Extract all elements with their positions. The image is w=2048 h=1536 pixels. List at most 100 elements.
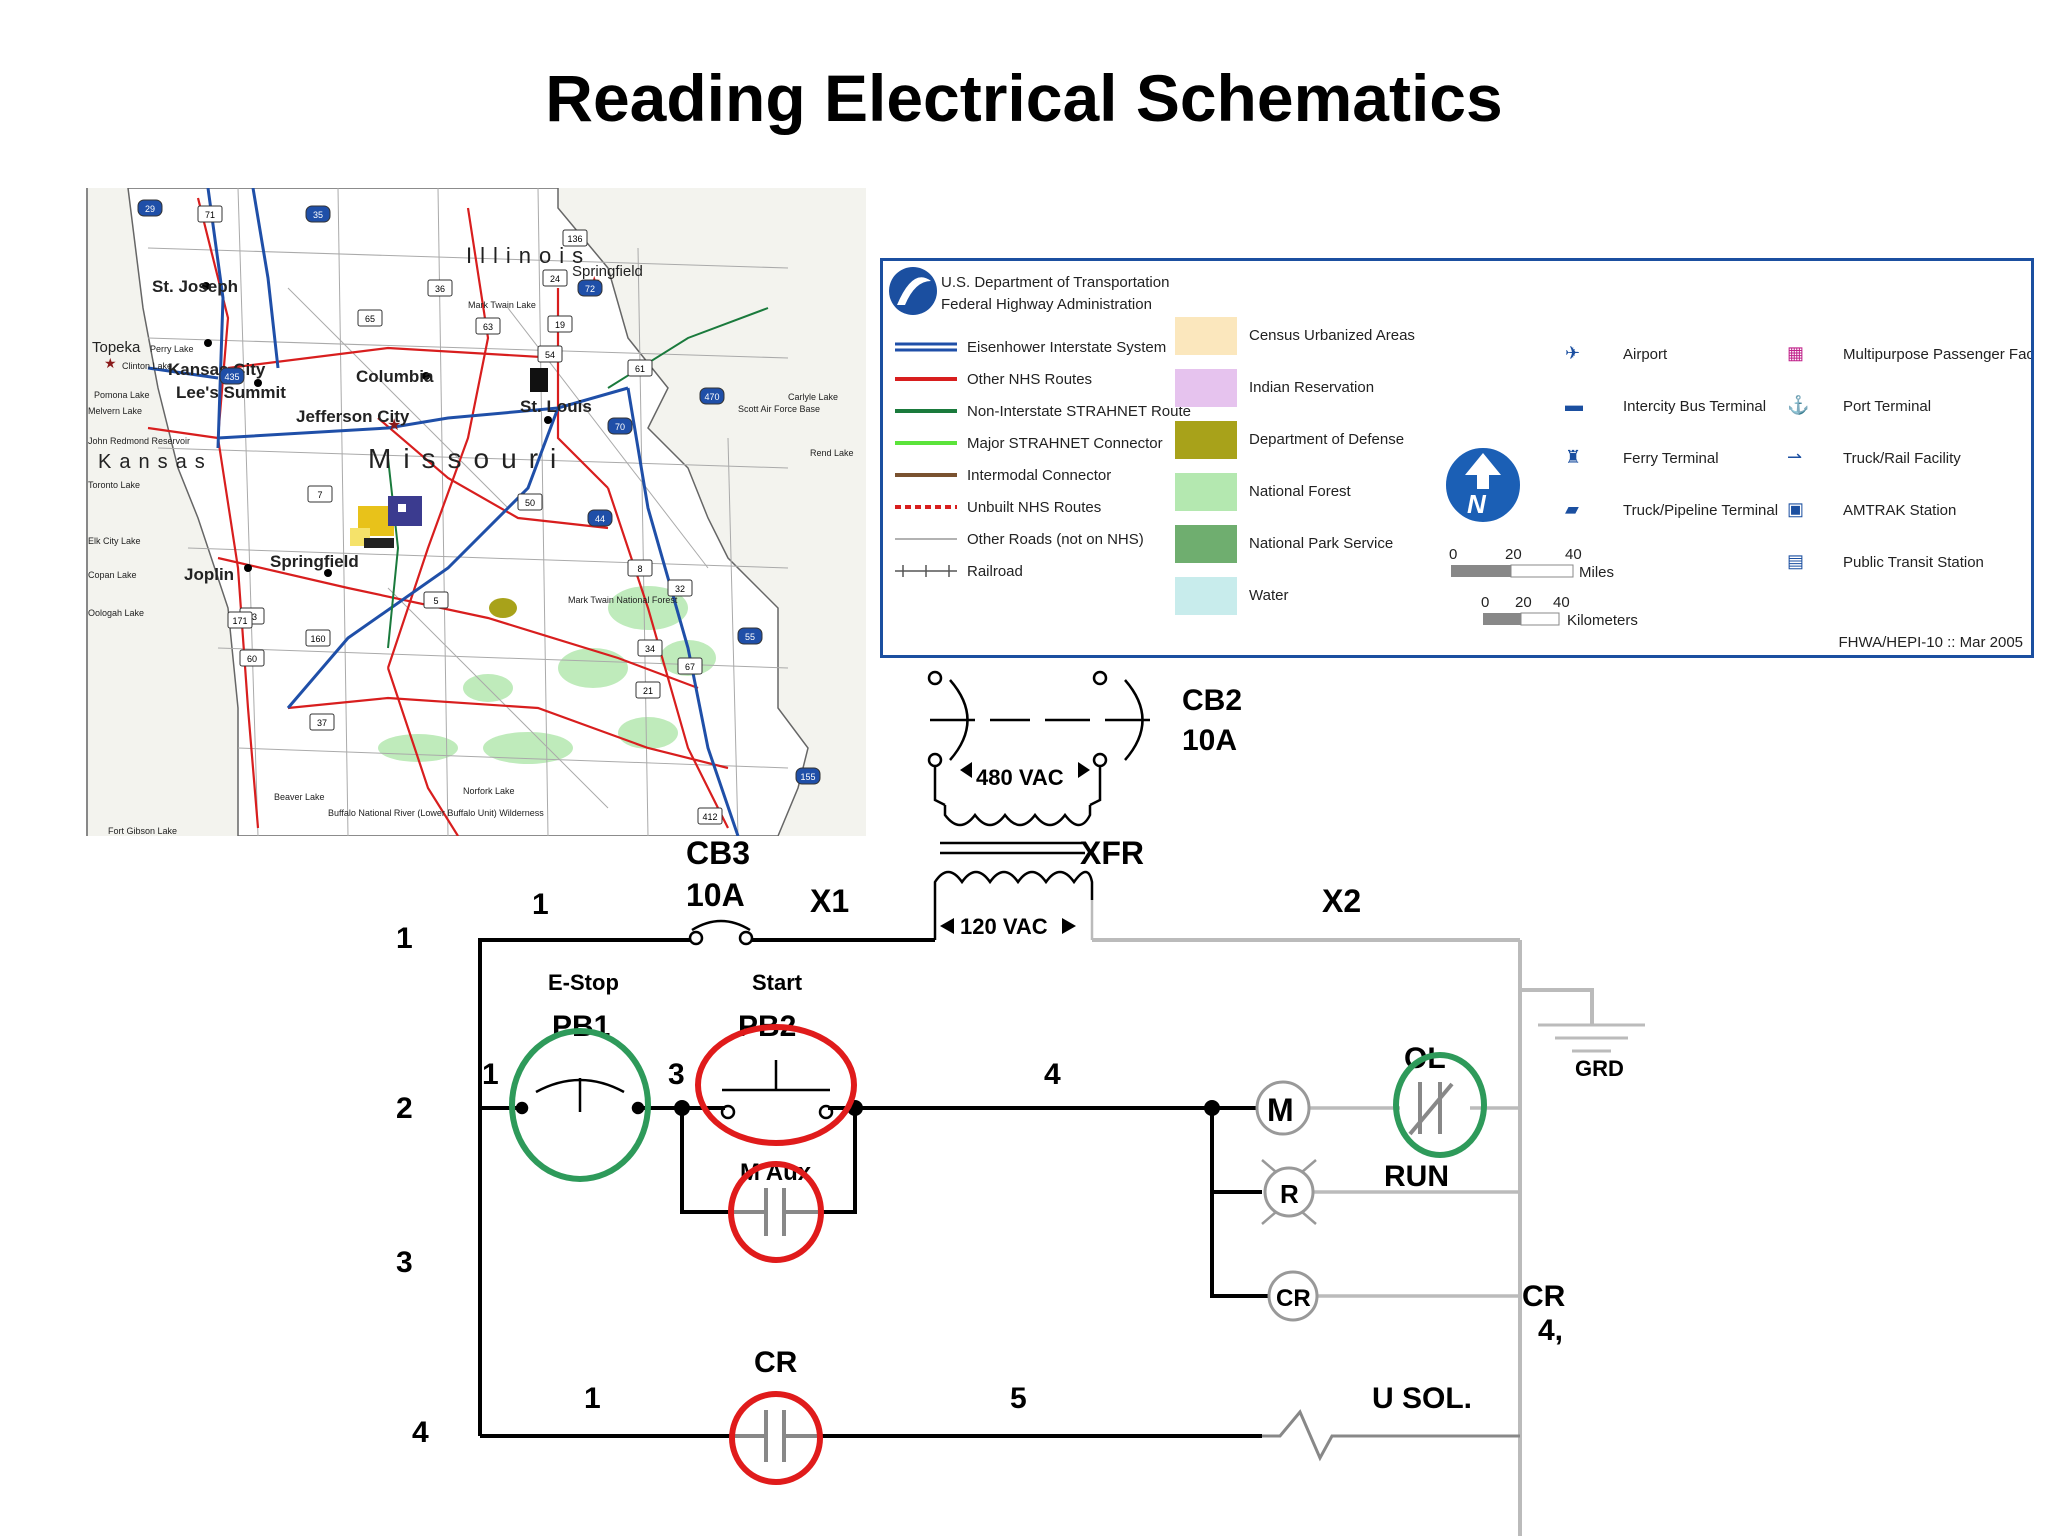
pixel-character-icon [350,496,422,548]
map-lake-label: Fort Gibson Lake [108,826,177,836]
svg-text:36: 36 [435,284,445,294]
legend-route-label: Other NHS Routes [967,371,1092,388]
legend-area-label: National Forest [1249,483,1352,500]
svg-text:470: 470 [704,392,719,402]
cr-contact-highlight-circle [729,1391,823,1485]
usdot-logo-icon [889,267,937,315]
route-shield: 36 [427,279,453,297]
legend-facility-label: Airport [1623,346,1668,363]
map-city-label: St. Joseph [152,277,238,296]
legend-route-item: Major STRAHNET Connector [895,435,1163,452]
cr-contact-symbol [730,1410,818,1462]
legend-route-item: Railroad [895,563,1023,580]
svg-text:44: 44 [595,514,605,524]
control-relay-coil-symbol: CR [1267,1270,1319,1322]
legend-facility-label: Public Transit Station [1843,554,1984,571]
map-lake-label: Oologah Lake [88,608,144,618]
overload-highlight-circle [1393,1052,1487,1158]
map-label: Scott Air Force Base [738,404,820,414]
cr-contact-label: CR [754,1346,798,1379]
wire-number: 1 [532,888,549,921]
cr-reference-rungs: 4, [1538,1314,1563,1347]
legend-route-label: Railroad [967,563,1023,580]
map-topeka-label: Topeka [92,339,141,356]
svg-text:29: 29 [145,204,155,214]
svg-text:155: 155 [800,772,815,782]
route-shield: 160 [305,629,331,647]
map-city-label: Springfield [270,552,359,571]
rung-number: 1 [396,922,413,955]
legend-area-item: National Park Service [1175,525,1393,563]
legend-facility-label: Truck/Rail Facility [1843,450,1961,467]
legend-agency-line1: U.S. Department of Transportation [941,274,1169,291]
svg-text:19: 19 [555,320,565,330]
route-shield: 37 [309,713,335,731]
wire-number: 3 [668,1058,685,1091]
solenoid-symbol [1262,1409,1520,1462]
route-shield: 71 [197,205,223,223]
facility-icon: ✈ [1565,343,1580,363]
missouri-road-map: ★ ★ ★ St. Joseph Kansas City Lee's Summi… [86,188,866,836]
legend-area-label: National Park Service [1249,535,1393,552]
svg-text:32: 32 [675,584,685,594]
cb2-breaker-symbol [927,670,1150,807]
route-shield: 155 [795,767,821,785]
map-city-label: St. Louis [520,397,592,416]
cb2-label: CB2 [1182,684,1242,717]
svg-text:34: 34 [645,644,655,654]
svg-text:20: 20 [1515,594,1532,611]
route-shield: 34 [637,639,663,657]
legend-route-label: Major STRAHNET Connector [967,435,1163,452]
legend-route-item: Eisenhower Interstate System [895,339,1166,356]
route-shield: 5 [423,591,449,609]
ground-symbol [1538,1023,1645,1053]
legend-footer: FHWA/HEPI-10 :: Mar 2005 [1839,634,2024,651]
legend-area-item: National Forest [1175,473,1352,511]
ground-label: GRD [1575,1056,1624,1081]
legend-facility-item: ⇀Truck/Rail Facility [1787,447,1961,467]
svg-text:5: 5 [433,596,438,606]
maux-contact-symbol [730,1188,818,1236]
map-lake-label: Clinton Lake [122,361,172,371]
svg-text:171: 171 [232,616,247,626]
legend-route-label: Non-Interstate STRAHNET Route [967,403,1191,420]
svg-text:160: 160 [310,634,325,644]
route-shield: 72 [577,279,603,297]
route-shield: 65 [357,309,383,327]
route-shield: 19 [547,315,573,333]
map-lake-label: Perry Lake [150,344,194,354]
legend-facility-item: ⚓Port Terminal [1787,394,1931,415]
wire-number: 4 [1044,1058,1061,1091]
map-lake-label: Copan Lake [88,570,137,580]
start-label: Start [752,970,803,995]
map-lake-label: Carlyle Lake [788,392,838,402]
map-city-label: Joplin [184,565,234,584]
cb3-rating: 10A [686,877,745,913]
x2-label: X2 [1322,883,1361,919]
svg-text:R: R [1280,1179,1299,1209]
map-lake-label: Beaver Lake [274,792,325,802]
transformer-symbol [933,805,1094,900]
transformer-label: XFR [1080,835,1144,871]
map-lake-label: Rend Lake [810,448,854,458]
svg-text:20: 20 [1505,546,1522,563]
legend-agency-line2: Federal Highway Administration [941,296,1152,313]
map-lake-label: Toronto Lake [88,480,140,490]
legend-area-item: Indian Reservation [1175,369,1374,407]
map-city-label: Jefferson City [296,407,410,426]
svg-text:★: ★ [387,417,401,434]
legend-area-item: Census Urbanized Areas [1175,317,1415,355]
legend-facility-label: AMTRAK Station [1843,502,1956,519]
svg-text:40: 40 [1565,546,1582,563]
legend-route-item: Non-Interstate STRAHNET Route [895,403,1191,420]
legend-facility-item: ▦Multipurpose Passenger Facility [1787,343,2048,363]
facility-icon: ♜ [1565,447,1581,467]
pb1-label: PB1 [552,1010,610,1043]
route-shield: 32 [667,579,693,597]
route-shield: 61 [627,359,653,377]
facility-icon: ▣ [1787,499,1804,519]
svg-text:136: 136 [567,234,582,244]
route-shield: 50 [517,493,543,511]
svg-text:50: 50 [525,498,535,508]
legend-facility-label: Intercity Bus Terminal [1623,398,1766,415]
